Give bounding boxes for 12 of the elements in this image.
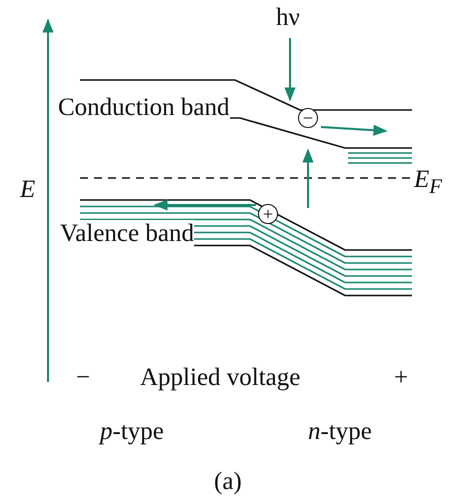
band-label: Valence band — [60, 220, 194, 248]
region-label: p-type — [100, 418, 164, 446]
polarity-sign: − — [76, 364, 90, 392]
region-label: n-type — [308, 418, 372, 446]
axis-label: E — [20, 176, 36, 204]
hole-symbol: + — [258, 204, 278, 224]
axis-title: Applied voltage — [140, 364, 300, 392]
electron-symbol: − — [298, 108, 318, 128]
fermi-level-label: E$_{F}$ — [414, 166, 442, 198]
caption: (a) — [214, 468, 242, 496]
polarity-sign: + — [394, 364, 408, 392]
photon-label: hν — [276, 4, 300, 32]
